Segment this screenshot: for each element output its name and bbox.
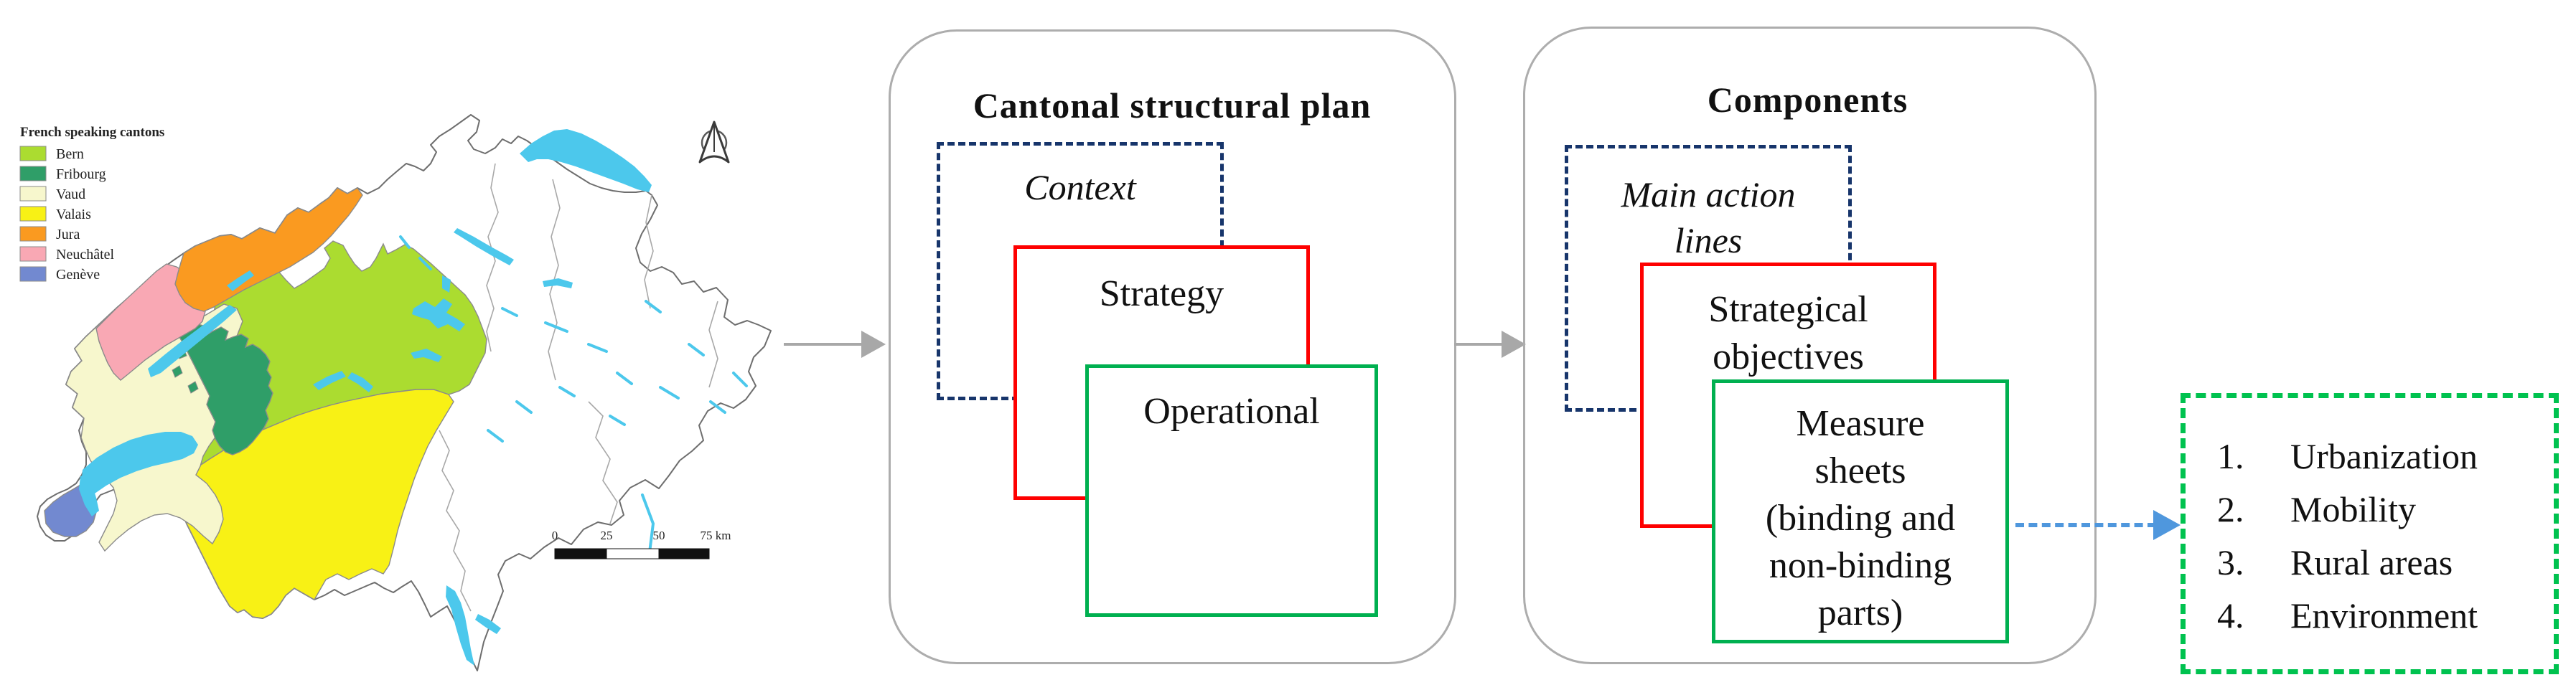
components-title: Components <box>1707 80 1908 120</box>
legend-row: Jura <box>19 226 80 242</box>
lake-brienz <box>347 372 373 392</box>
lake-maggiore <box>446 585 474 666</box>
canton-fribourg <box>179 323 273 455</box>
legend-label-valais: Valais <box>56 207 91 222</box>
theme-number: 1. <box>2217 436 2244 476</box>
legend-swatch-valais <box>19 206 47 222</box>
lakes <box>79 129 652 666</box>
lake-constance <box>520 129 652 192</box>
lake-lucerne <box>412 298 465 331</box>
theme-number: 4. <box>2217 595 2244 636</box>
switzerland-map: French speaking cantons Bern Fribourg Va… <box>19 114 772 671</box>
legend-swatch-jura <box>19 226 47 242</box>
strategy-label: Strategy <box>1099 273 1224 314</box>
lake-geneva-arm <box>79 473 99 516</box>
legend-row: Neuchâtel <box>19 246 115 263</box>
lake-geneva <box>81 432 198 496</box>
measure-sheets-box: Measure sheets (binding and non-binding … <box>1712 379 2009 643</box>
list-item: 4. Environment <box>2217 589 2554 642</box>
strategical-objectives-label: Strategical objectives <box>1708 289 1868 377</box>
context-label: Context <box>1024 167 1136 207</box>
measure-to-themes-arrow-line <box>2015 523 2156 527</box>
legend-title: French speaking cantons <box>20 125 164 140</box>
operational-label: Operational <box>1143 391 1320 432</box>
lake-murten <box>169 337 198 359</box>
lake-lugano <box>475 614 501 634</box>
legend-row: Genève <box>19 266 100 283</box>
lake-biel <box>227 270 254 291</box>
list-item: 1. Urbanization <box>2217 430 2554 483</box>
legend-swatch-geneve <box>19 266 47 282</box>
scale-bar: 0 25 50 75 km <box>552 529 731 559</box>
theme-label: Environment <box>2290 595 2478 636</box>
measure-sheets-label: Measure sheets (binding and non-binding … <box>1765 403 1956 633</box>
legend-row: Fribourg <box>19 166 106 182</box>
legend-label-fribourg: Fribourg <box>56 166 106 182</box>
legend-label-bern: Bern <box>56 146 84 162</box>
map-legend: French speaking cantons Bern Fribourg Va… <box>19 125 164 283</box>
legend-label-jura: Jura <box>56 227 80 242</box>
lake-walensee <box>543 278 573 288</box>
theme-label: Mobility <box>2290 489 2417 529</box>
legend-swatch-fribourg <box>19 166 47 181</box>
measure-to-themes-arrow-head-icon <box>2153 510 2181 540</box>
theme-number: 2. <box>2217 489 2244 529</box>
theme-label: Urbanization <box>2290 436 2478 476</box>
legend-swatch-vaud <box>19 186 47 202</box>
lake-thun <box>313 371 346 390</box>
main-action-lines-label: Main action lines <box>1621 174 1796 260</box>
list-item: 3. Rural areas <box>2217 536 2554 589</box>
scale-label-50: 50 <box>653 529 665 542</box>
theme-number: 3. <box>2217 542 2244 582</box>
canton-jura <box>174 187 363 312</box>
scale-label-75km: 75 km <box>701 529 731 542</box>
legend-label-neuchatel: Neuchâtel <box>56 247 115 263</box>
lake-sarnen <box>411 349 442 362</box>
plan-to-components-arrow-line <box>1454 343 1502 346</box>
legend-swatch-bern <box>19 146 47 161</box>
theme-label: Rural areas <box>2290 542 2453 582</box>
internal-canton-borders <box>439 163 718 612</box>
legend-row: Vaud <box>19 186 85 202</box>
legend-label-vaud: Vaud <box>56 186 85 202</box>
lake-zurich <box>454 228 514 265</box>
map-to-plan-arrow-head-icon <box>861 331 886 358</box>
north-arrow-icon <box>698 121 730 164</box>
cantonal-structural-plan-container <box>889 29 1456 664</box>
plan-title: Cantonal structural plan <box>973 85 1372 126</box>
legend-label-geneve: Genève <box>56 267 100 283</box>
map-to-plan-arrow-line <box>784 343 863 346</box>
legend-row: Valais <box>19 206 91 222</box>
legend-row: Bern <box>19 146 84 162</box>
plan-to-components-arrow-head-icon <box>1502 331 1526 358</box>
scale-label-25: 25 <box>601 529 613 542</box>
lake-zug <box>442 275 451 293</box>
operational-box: Operational <box>1085 364 1378 617</box>
canton-neuchatel <box>95 263 206 381</box>
rivers-small-lakes <box>399 235 748 554</box>
components-container <box>1523 27 2097 664</box>
scale-label-0: 0 <box>552 529 558 542</box>
legend-swatch-neuchatel <box>19 246 47 262</box>
list-item: 2. Mobility <box>2217 483 2554 536</box>
themes-box: 1. Urbanization 2. Mobility 3. Rural are… <box>2181 393 2559 674</box>
